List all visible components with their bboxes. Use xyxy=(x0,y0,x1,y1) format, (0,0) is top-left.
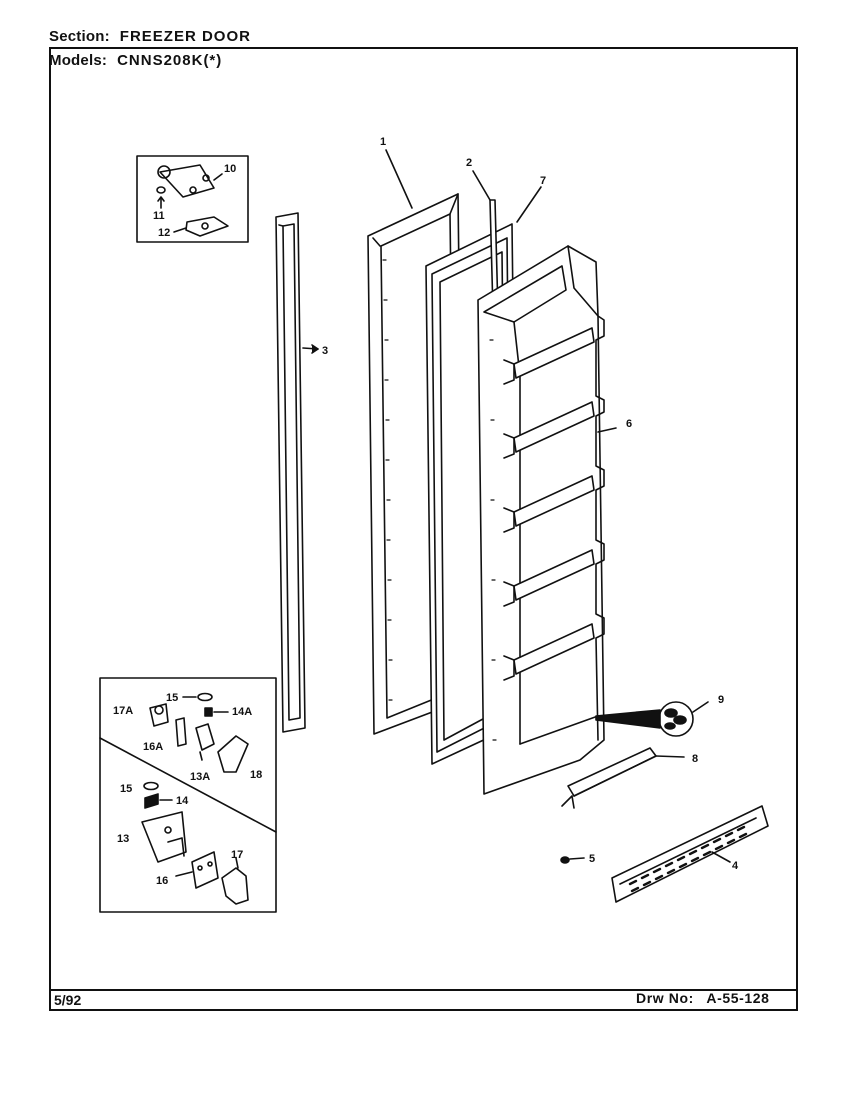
callout-8: 8 xyxy=(692,753,698,765)
callout-18: 18 xyxy=(250,769,262,781)
callout-17a: 17A xyxy=(113,705,133,717)
footer-date: 5/92 xyxy=(54,992,82,1008)
callout-16: 16 xyxy=(156,875,168,887)
callout-16a: 16A xyxy=(143,741,163,753)
footer-drawing-number: Drw No: A-55-128 xyxy=(636,990,770,1006)
diagram-frame xyxy=(49,47,798,1011)
callout-14a: 14A xyxy=(232,706,252,718)
part-6-door-liner xyxy=(477,245,617,795)
section-label: Section: xyxy=(49,28,110,45)
callout-9: 9 xyxy=(718,694,724,706)
bottom-hinge-detail-box xyxy=(99,677,277,913)
part-3-trim-strip xyxy=(275,212,319,733)
top-hinge-detail-box xyxy=(136,155,249,243)
footer-divider xyxy=(51,989,796,991)
section-value: FREEZER DOOR xyxy=(119,28,251,45)
callout-13: 13 xyxy=(117,833,129,845)
part-5-screw xyxy=(560,856,585,864)
callout-12: 12 xyxy=(158,227,170,239)
models-value: CNNS208K(*) xyxy=(117,52,223,69)
callout-14-lower: 14 xyxy=(176,795,189,807)
part-8-channel xyxy=(561,747,685,809)
callout-15-lower: 15 xyxy=(120,783,132,795)
section-header: Section: FREEZER DOOR xyxy=(49,28,251,45)
part-4-grille xyxy=(611,805,769,903)
callout-6: 6 xyxy=(626,418,632,430)
callout-7: 7 xyxy=(540,175,546,187)
callout-3: 3 xyxy=(322,345,328,357)
drawing-number-label: Drw No: xyxy=(636,990,694,1006)
part-9-screws xyxy=(595,701,709,737)
drawing-number-value: A-55-128 xyxy=(706,990,770,1006)
callout-15-upper: 15 xyxy=(166,692,178,704)
callout-10: 10 xyxy=(224,163,236,175)
callout-4: 4 xyxy=(732,860,739,872)
callout-13a: 13A xyxy=(190,771,210,783)
models-label: Models: xyxy=(49,52,108,69)
models-header: Models: CNNS208K(*) xyxy=(49,52,222,69)
callout-11: 11 xyxy=(153,210,165,222)
callout-5: 5 xyxy=(589,853,595,865)
callout-1: 1 xyxy=(380,136,386,148)
callout-2: 2 xyxy=(466,157,472,169)
callout-17: 17 xyxy=(231,849,243,861)
